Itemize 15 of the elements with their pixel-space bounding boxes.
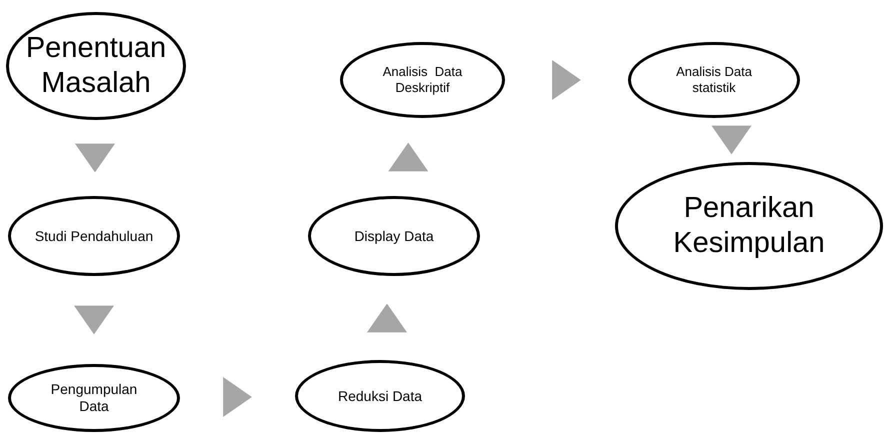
node-label: Studi Pendahuluan bbox=[34, 228, 154, 244]
chevron-arrow bbox=[552, 60, 581, 100]
chevron-arrow bbox=[223, 377, 252, 417]
chevron-arrow bbox=[75, 144, 115, 172]
node-label: Analisis Data Deskriptif bbox=[382, 64, 464, 96]
chevron-arrow bbox=[712, 126, 752, 154]
node-label: Penentuan Masalah bbox=[24, 31, 168, 101]
node-label: Display Data bbox=[354, 228, 434, 244]
node-label: Reduksi Data bbox=[338, 388, 422, 404]
chevron-arrow bbox=[388, 142, 428, 172]
node-label: Penarikan Kesimpulan bbox=[672, 191, 826, 261]
node-label: Pengumpulan Data bbox=[50, 381, 138, 415]
node-label: Analisis Data statistik bbox=[675, 64, 753, 96]
chevron-arrow bbox=[367, 304, 407, 332]
chevron-arrow bbox=[74, 306, 114, 334]
